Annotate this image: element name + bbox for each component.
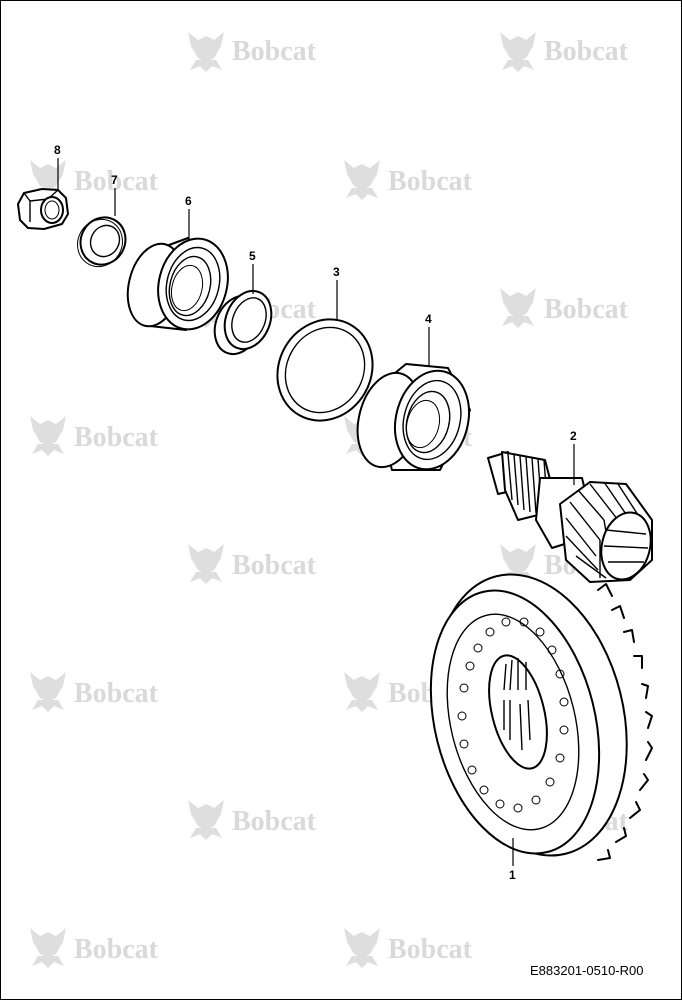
callout-6[interactable]: 6 [185,194,192,238]
callout-8[interactable]: 8 [54,143,61,190]
watermark-text: Bobcat [74,422,159,453]
watermark-text: Bobcat [544,294,629,325]
callout-3[interactable]: 3 [333,265,340,320]
watermark-row-2: Bobcat Bobcat [30,160,473,200]
callout-4[interactable]: 4 [425,312,432,366]
part-4-bearing [356,363,471,471]
watermark-text: Bobcat [388,934,473,965]
callout-1-label: 1 [509,868,516,882]
callout-3-label: 3 [333,265,340,279]
callout-2[interactable]: 2 [570,429,577,485]
part-7-washer [77,216,127,268]
watermark-text: Bobcat [74,934,159,965]
part-3-shim-ring [276,318,374,422]
callout-4-label: 4 [425,312,432,326]
callout-2-label: 2 [570,429,577,443]
part-1-ring-gear [429,573,653,861]
watermark-text: Bobcat [232,36,317,67]
drawing-number: E883201-0510-R00 [530,963,643,978]
part-5-bearing-cup [213,289,273,356]
watermark-text: Bobcat [232,550,317,581]
watermark-row-1: Bobcat Bobcat [188,32,629,72]
part-6-bearing [126,237,229,331]
watermark-text: Bobcat [74,166,159,197]
watermark-text: Bobcat [544,36,629,67]
callout-7-label: 7 [111,173,118,187]
watermark-text: Bobcat [232,806,317,837]
watermark-text: Bobcat [74,678,159,709]
watermark-row-6: Bobcat Bobcat [30,672,473,712]
part-2-pinion-shaft [487,451,653,583]
callout-1[interactable]: 1 [509,838,516,882]
ring-gear-bolt-holes [457,617,569,813]
part-8-hex-nut [17,188,69,230]
callout-5-label: 5 [249,249,256,263]
watermark-row-5: Bobcat Bobcat [188,544,629,584]
callout-8-label: 8 [54,143,61,157]
callout-5[interactable]: 5 [249,249,256,294]
watermark-text: Bobcat [388,166,473,197]
callouts: 8 7 6 5 3 4 2 1 [54,143,577,882]
watermark-row-8: Bobcat Bobcat [30,928,473,968]
callout-6-label: 6 [185,194,192,208]
callout-7[interactable]: 7 [111,173,118,216]
